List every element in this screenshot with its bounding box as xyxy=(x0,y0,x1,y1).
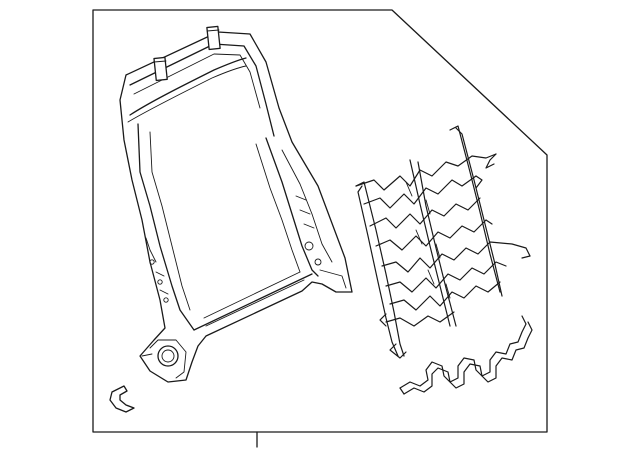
clip-icon[interactable] xyxy=(109,385,135,413)
spring-mat-icon[interactable] xyxy=(355,125,531,359)
seat-frame-icon[interactable] xyxy=(119,25,353,383)
zigzag-spring-icon[interactable] xyxy=(399,315,533,395)
diagram-frame xyxy=(92,9,548,433)
